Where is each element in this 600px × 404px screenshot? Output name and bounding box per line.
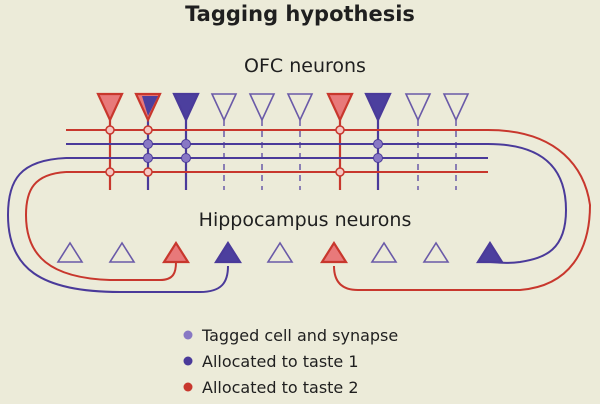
legend-label-tagged: Tagged cell and synapse [201,326,398,345]
ofc-neuron-empty [286,93,314,122]
synapse-red [335,167,345,177]
synapse-tagged [143,139,153,149]
synapse-red [143,125,153,135]
synapse-tagged [143,153,153,163]
synapse-red [143,167,153,177]
hippocampus-neuron-red [162,240,190,264]
hippocampus-neuron-empty [56,241,84,263]
legend-label-taste-2: Allocated to taste 2 [202,378,359,397]
synapse-red [105,167,115,177]
ofc-neuron-purple [364,92,392,123]
ofc-neurons [96,92,470,123]
legend-dot-taste-1 [183,356,193,366]
ofc-neuron-empty [404,93,432,122]
legend-dot-taste-2 [183,382,193,392]
synapse-tagged [181,153,191,163]
ofc-neuron-purple [172,92,200,123]
hippocampus-neuron-empty [370,241,398,263]
legend-dot-tagged [183,330,193,340]
horizontal-pathways [66,129,488,173]
hippocampus-neuron-purple [214,240,242,264]
ofc-neuron-empty [248,93,276,122]
hippocampus-neuron-empty [108,241,136,263]
ofc-neuron-mixed-inner [142,96,158,116]
hippocampus-neuron-purple [476,240,504,264]
hippocampus-label: Hippocampus neurons [199,209,412,231]
ofc-neuron-red [326,92,354,123]
hippocampus-neuron-empty [266,241,294,263]
hippocampus-neuron-empty [422,241,450,263]
hippocampus-neurons [56,240,504,264]
ofc-label: OFC neurons [244,55,366,77]
ofc-neuron-empty [442,93,470,122]
synapse-tagged [181,139,191,149]
legend: Tagged cell and synapse Allocated to tas… [183,326,398,397]
hippocampus-neuron-red [320,240,348,264]
curve-ofc-to-hippo-red-left [24,171,177,281]
ofc-neuron-empty [210,93,238,122]
curve-ofc-to-hippo-purple-right [487,143,568,264]
synapse-red [335,125,345,135]
connection-curves [6,129,592,293]
curve-ofc-to-hippo-purple-left [6,157,229,293]
diagram-title: Tagging hypothesis [185,2,415,26]
synapse-tagged [373,139,383,149]
legend-label-taste-1: Allocated to taste 1 [202,352,359,371]
synapse-red [105,125,115,135]
curve-ofc-to-hippo-red-right [333,129,592,291]
ofc-neuron-red [96,92,124,123]
synapse-tagged [373,153,383,163]
synapses [105,125,383,177]
